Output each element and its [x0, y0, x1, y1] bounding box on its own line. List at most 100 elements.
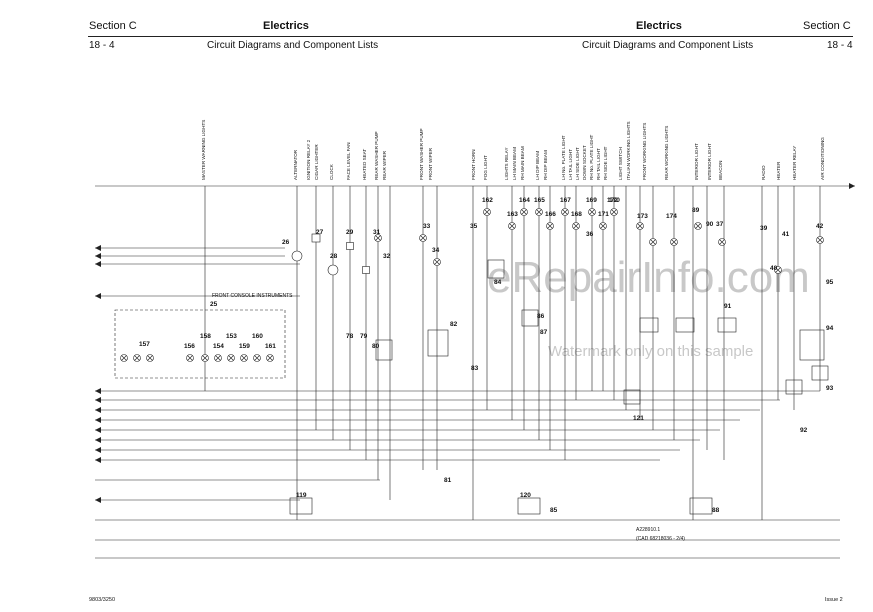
component-163: 163 [507, 211, 518, 218]
label-rear-working-lights: REAR WORKING LIGHTS [664, 126, 669, 180]
component-173: 173 [637, 213, 648, 220]
left-subtitle: Circuit Diagrams and Component Lists [207, 40, 379, 51]
label-interior-light-1: INTERIOR LIGHT [694, 143, 699, 180]
component-86: 86 [537, 313, 545, 320]
label-heater-relay: HEATER RELAY [792, 146, 797, 180]
label-rear-washer-pump: REAR WASHER PUMP [374, 131, 379, 180]
component-37: 37 [716, 221, 724, 228]
left-page-number: 18 - 4 [89, 40, 115, 51]
component-28: 28 [330, 253, 338, 260]
component-40: 40 [770, 265, 778, 272]
label-lh-dip-beam: LH DIP BEAM [535, 151, 540, 180]
component-172: 172 [607, 197, 618, 204]
label-heater: HEATER [776, 161, 781, 180]
component-88: 88 [712, 507, 720, 514]
right-page-number: 18 - 4 [827, 40, 853, 51]
component-158: 158 [200, 333, 211, 340]
footer-code: 9803/3250 [89, 597, 115, 603]
component-153: 153 [226, 333, 237, 340]
right-page-title: Electrics [636, 20, 682, 32]
label-lh-side-light: LH SIDE LIGHT [575, 147, 580, 180]
component-162: 162 [482, 197, 493, 204]
left-page-title: Electrics [263, 20, 309, 32]
component-90: 90 [706, 221, 714, 228]
label-heated-seat: HEATED SEAT [362, 149, 367, 180]
component-85: 85 [550, 507, 558, 514]
label-clock: CLOCK [329, 163, 334, 180]
drawing-ref-number: A228910.1 [636, 527, 660, 533]
component-164: 164 [519, 197, 530, 204]
component-83: 83 [471, 365, 479, 372]
label-italian-working-lights: ITALIAN WORKING LIGHTS [626, 121, 631, 180]
component-42: 42 [816, 223, 824, 230]
component-32: 32 [383, 253, 391, 260]
watermark-note: Watermark only on this sample [548, 343, 753, 360]
label-face-level-fan: FACE LEVEL FAN [346, 142, 351, 180]
label-beacon: BEACON [718, 161, 723, 180]
label-front-wiper: FRONT WIPER [428, 147, 433, 180]
label-cigar-lighter: CIGAR LIGHTER [314, 144, 319, 180]
component-81: 81 [444, 477, 452, 484]
component-120: 120 [520, 492, 531, 499]
component-92: 92 [800, 427, 808, 434]
label-rh-dip-beam: RH DIP BEAM [543, 150, 548, 180]
component-79: 79 [360, 333, 368, 340]
component-31: 31 [373, 229, 381, 236]
label-front-horn: FRONT HORN [471, 149, 476, 180]
component-168: 168 [571, 211, 582, 218]
label-lights-relay: LIGHTS RELAY [504, 147, 509, 180]
component-36: 36 [586, 231, 594, 238]
component-34: 34 [432, 247, 440, 254]
component-121: 121 [633, 415, 644, 422]
label-radio: RADIO [761, 165, 766, 180]
component-160: 160 [252, 333, 263, 340]
component-27: 27 [316, 229, 324, 236]
component-80: 80 [372, 343, 380, 350]
label-front-working-lights: FRONT WORKING LIGHTS [642, 123, 647, 180]
label-lh-tail-light: LH TAIL LIGHT [568, 149, 573, 180]
label-air-conditioning: AIR CONDITIONING [820, 137, 825, 180]
label-fog-light: FOG LIGHT [483, 155, 488, 180]
component-35: 35 [470, 223, 478, 230]
label-rh-no-plate-light: RH No. PLATE LIGHT [589, 134, 594, 180]
label-lh-no-plate-light: LH No. PLATE LIGHT [561, 135, 566, 180]
label-rear-wiper: REAR WIPER [382, 150, 387, 180]
watermark-site: eRepairInfo.com [487, 253, 810, 302]
component-161: 161 [265, 343, 276, 350]
header-rule [88, 36, 853, 37]
component-39: 39 [760, 225, 768, 232]
component-87: 87 [540, 329, 548, 336]
label-rh-tail-light: RH TAIL LIGHT [596, 148, 601, 180]
component-95: 95 [826, 279, 834, 286]
label-alternator: ALTERNATOR [293, 149, 298, 180]
component-41: 41 [782, 231, 790, 238]
label-light-switch: LIGHT SWITCH [618, 147, 623, 180]
component-91: 91 [724, 303, 732, 310]
component-169: 169 [586, 197, 597, 204]
component-154: 154 [213, 343, 224, 350]
label-master-warning-lights: MASTER WARNING LIGHTS [201, 120, 206, 180]
component-94: 94 [826, 325, 834, 332]
component-25: 25 [210, 301, 218, 308]
right-section-label: Section C [803, 20, 851, 32]
component-26: 26 [282, 239, 290, 246]
component-170: 170 [609, 197, 620, 204]
component-171: 171 [598, 211, 609, 218]
component-166: 166 [545, 211, 556, 218]
label-lh-main-beam: LH MAIN BEAM [512, 147, 517, 180]
drawing-ref-cad: (CAD 68218036 - 2/4) [636, 536, 685, 542]
component-167: 167 [560, 197, 571, 204]
component-165: 165 [534, 197, 545, 204]
right-subtitle: Circuit Diagrams and Component Lists [582, 40, 754, 51]
component-119: 119 [296, 492, 307, 499]
label-front-washer-pump: FRONT WASHER PUMP [419, 128, 424, 180]
component-157: 157 [139, 341, 150, 348]
component-174: 174 [666, 213, 677, 220]
component-33: 33 [423, 223, 431, 230]
console-label: FRONT CONSOLE INSTRUMENTS [212, 293, 293, 299]
component-82: 82 [450, 321, 458, 328]
label-rh-main-beam: RH MAIN BEAM [520, 146, 525, 180]
component-156: 156 [184, 343, 195, 350]
label-interior-light-2: INTERIOR LIGHT [707, 143, 712, 180]
